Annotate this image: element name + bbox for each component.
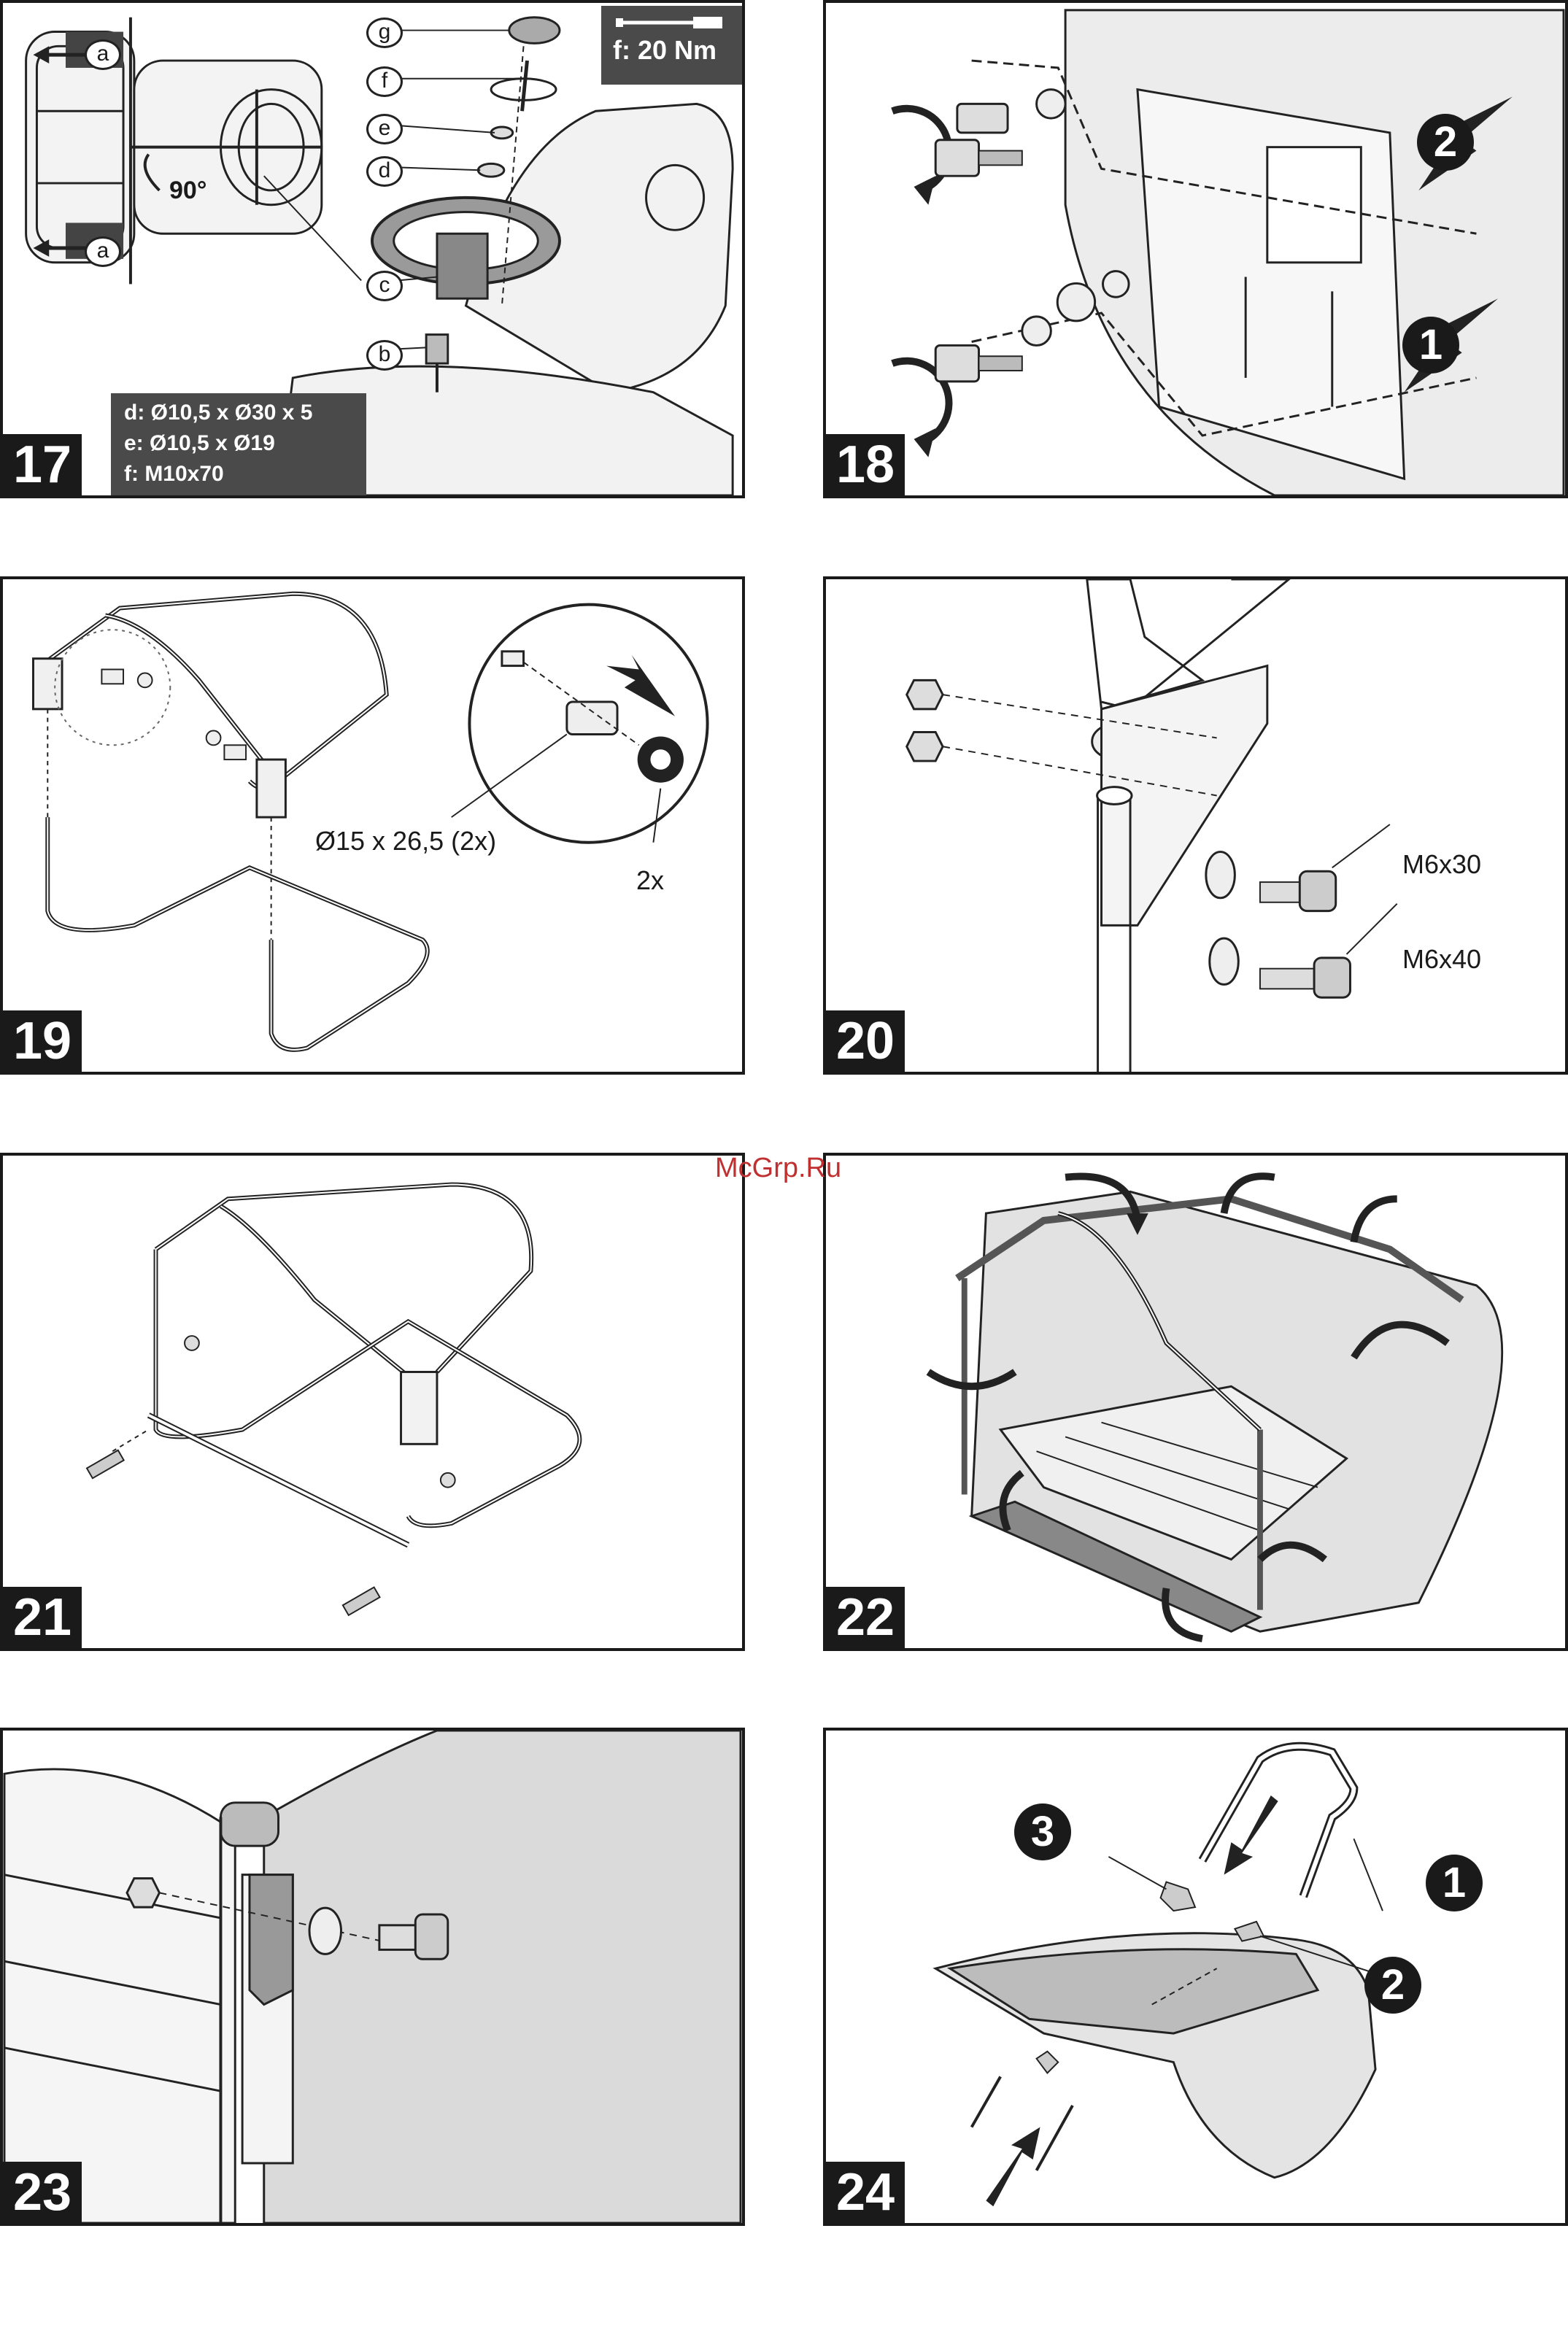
quantity-label: 2x <box>636 865 664 896</box>
torque-spec-box: f: 20 Nm <box>601 6 745 85</box>
step-number: 19 <box>3 1010 82 1072</box>
frame-crossbar-illustration <box>3 1156 742 1648</box>
handle-assembly-illustration <box>826 1731 1565 2223</box>
label-c: c <box>366 271 403 301</box>
panel-step-23: 23 <box>0 1728 745 2226</box>
panel-step-24: 3 1 2 24 <box>823 1728 1568 2226</box>
label-a-top: a <box>85 39 121 70</box>
callout-1: 1 <box>1426 1855 1483 1911</box>
label-e: e <box>366 114 403 144</box>
watermark: McGrp.Ru <box>715 1153 841 1184</box>
spec-line-d: d: Ø10,5 x Ø30 x 5 <box>124 398 353 428</box>
callout-2: 2 <box>1364 1957 1421 2014</box>
pivot-bolt-illustration <box>826 579 1565 1072</box>
label-g: g <box>366 18 403 48</box>
callout-2: 2 <box>1417 114 1474 171</box>
step-number: 17 <box>3 434 82 495</box>
spec-box: d: Ø10,5 x Ø30 x 5 e: Ø10,5 x Ø19 f: M10… <box>111 393 366 498</box>
label-d: d <box>366 156 403 187</box>
panel-step-22: 22 <box>823 1153 1568 1651</box>
frame-bolt-detail-illustration <box>3 1731 742 2223</box>
panel-step-17: a a g f e d c b 90° f: 20 Nm d: Ø10,5 x … <box>0 0 745 498</box>
bag-fitting-illustration <box>826 1156 1565 1648</box>
callout-1: 1 <box>1402 317 1459 374</box>
bolt-label-m6x40: M6x40 <box>1402 944 1481 975</box>
panel-step-21: 21 <box>0 1153 745 1651</box>
spec-line-e: e: Ø10,5 x Ø19 <box>124 428 353 459</box>
label-f: f <box>366 66 403 97</box>
step-number: 20 <box>826 1010 905 1072</box>
step-number: 21 <box>3 1587 82 1648</box>
angle-label: 90° <box>169 177 206 205</box>
torque-wrench-icon <box>613 9 733 35</box>
step-number: 22 <box>826 1587 905 1648</box>
step-number: 24 <box>826 2162 905 2223</box>
spacer-spec-label: Ø15 x 26,5 (2x) <box>315 826 496 857</box>
label-a-bottom: a <box>85 236 121 267</box>
panel-step-19: Ø15 x 26,5 (2x) 2x 19 <box>0 576 745 1075</box>
bolt-label-m6x30: M6x30 <box>1402 849 1481 880</box>
label-b: b <box>366 340 403 371</box>
panel-step-18: 2 1 18 <box>823 0 1568 498</box>
callout-3: 3 <box>1014 1803 1071 1860</box>
panel-step-20: M6x30 M6x40 20 <box>823 576 1568 1075</box>
step-number: 23 <box>3 2162 82 2223</box>
step-number: 18 <box>826 434 905 495</box>
spec-line-f: f: M10x70 <box>124 459 353 490</box>
torque-value: f: 20 Nm <box>613 35 733 66</box>
bracket-mounting-illustration <box>826 3 1565 495</box>
